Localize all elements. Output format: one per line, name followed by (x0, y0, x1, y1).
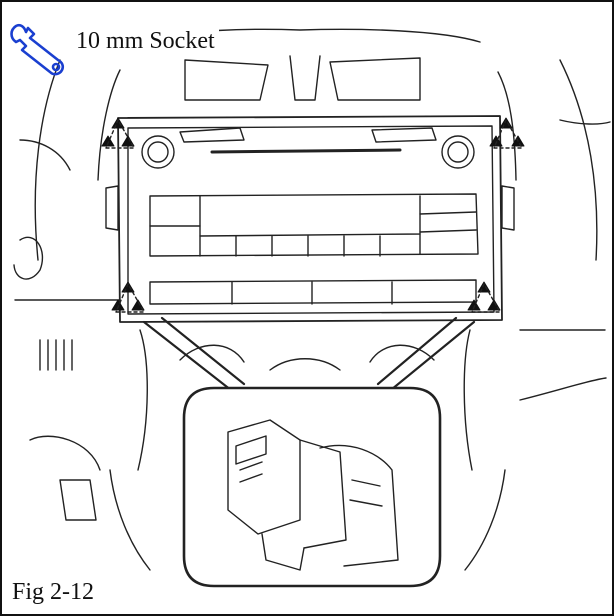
callout-detail-box (182, 386, 442, 588)
clip-marker-bottom-left (111, 281, 145, 311)
clip-marker-dashes (105, 119, 523, 313)
side-dash-details (13, 119, 611, 521)
callout-leaders (142, 316, 476, 396)
radio-head-unit (105, 115, 515, 323)
wrench-icon (6, 20, 68, 82)
lower-console (109, 329, 506, 571)
clip-marker-top-right (489, 117, 525, 147)
tool-label: 10 mm Socket (72, 29, 219, 53)
clip-marker-bottom-right (467, 281, 501, 311)
clip-markers (101, 117, 525, 311)
figure-caption: Fig 2-12 (8, 578, 99, 606)
clip-marker-top-left (101, 117, 135, 147)
